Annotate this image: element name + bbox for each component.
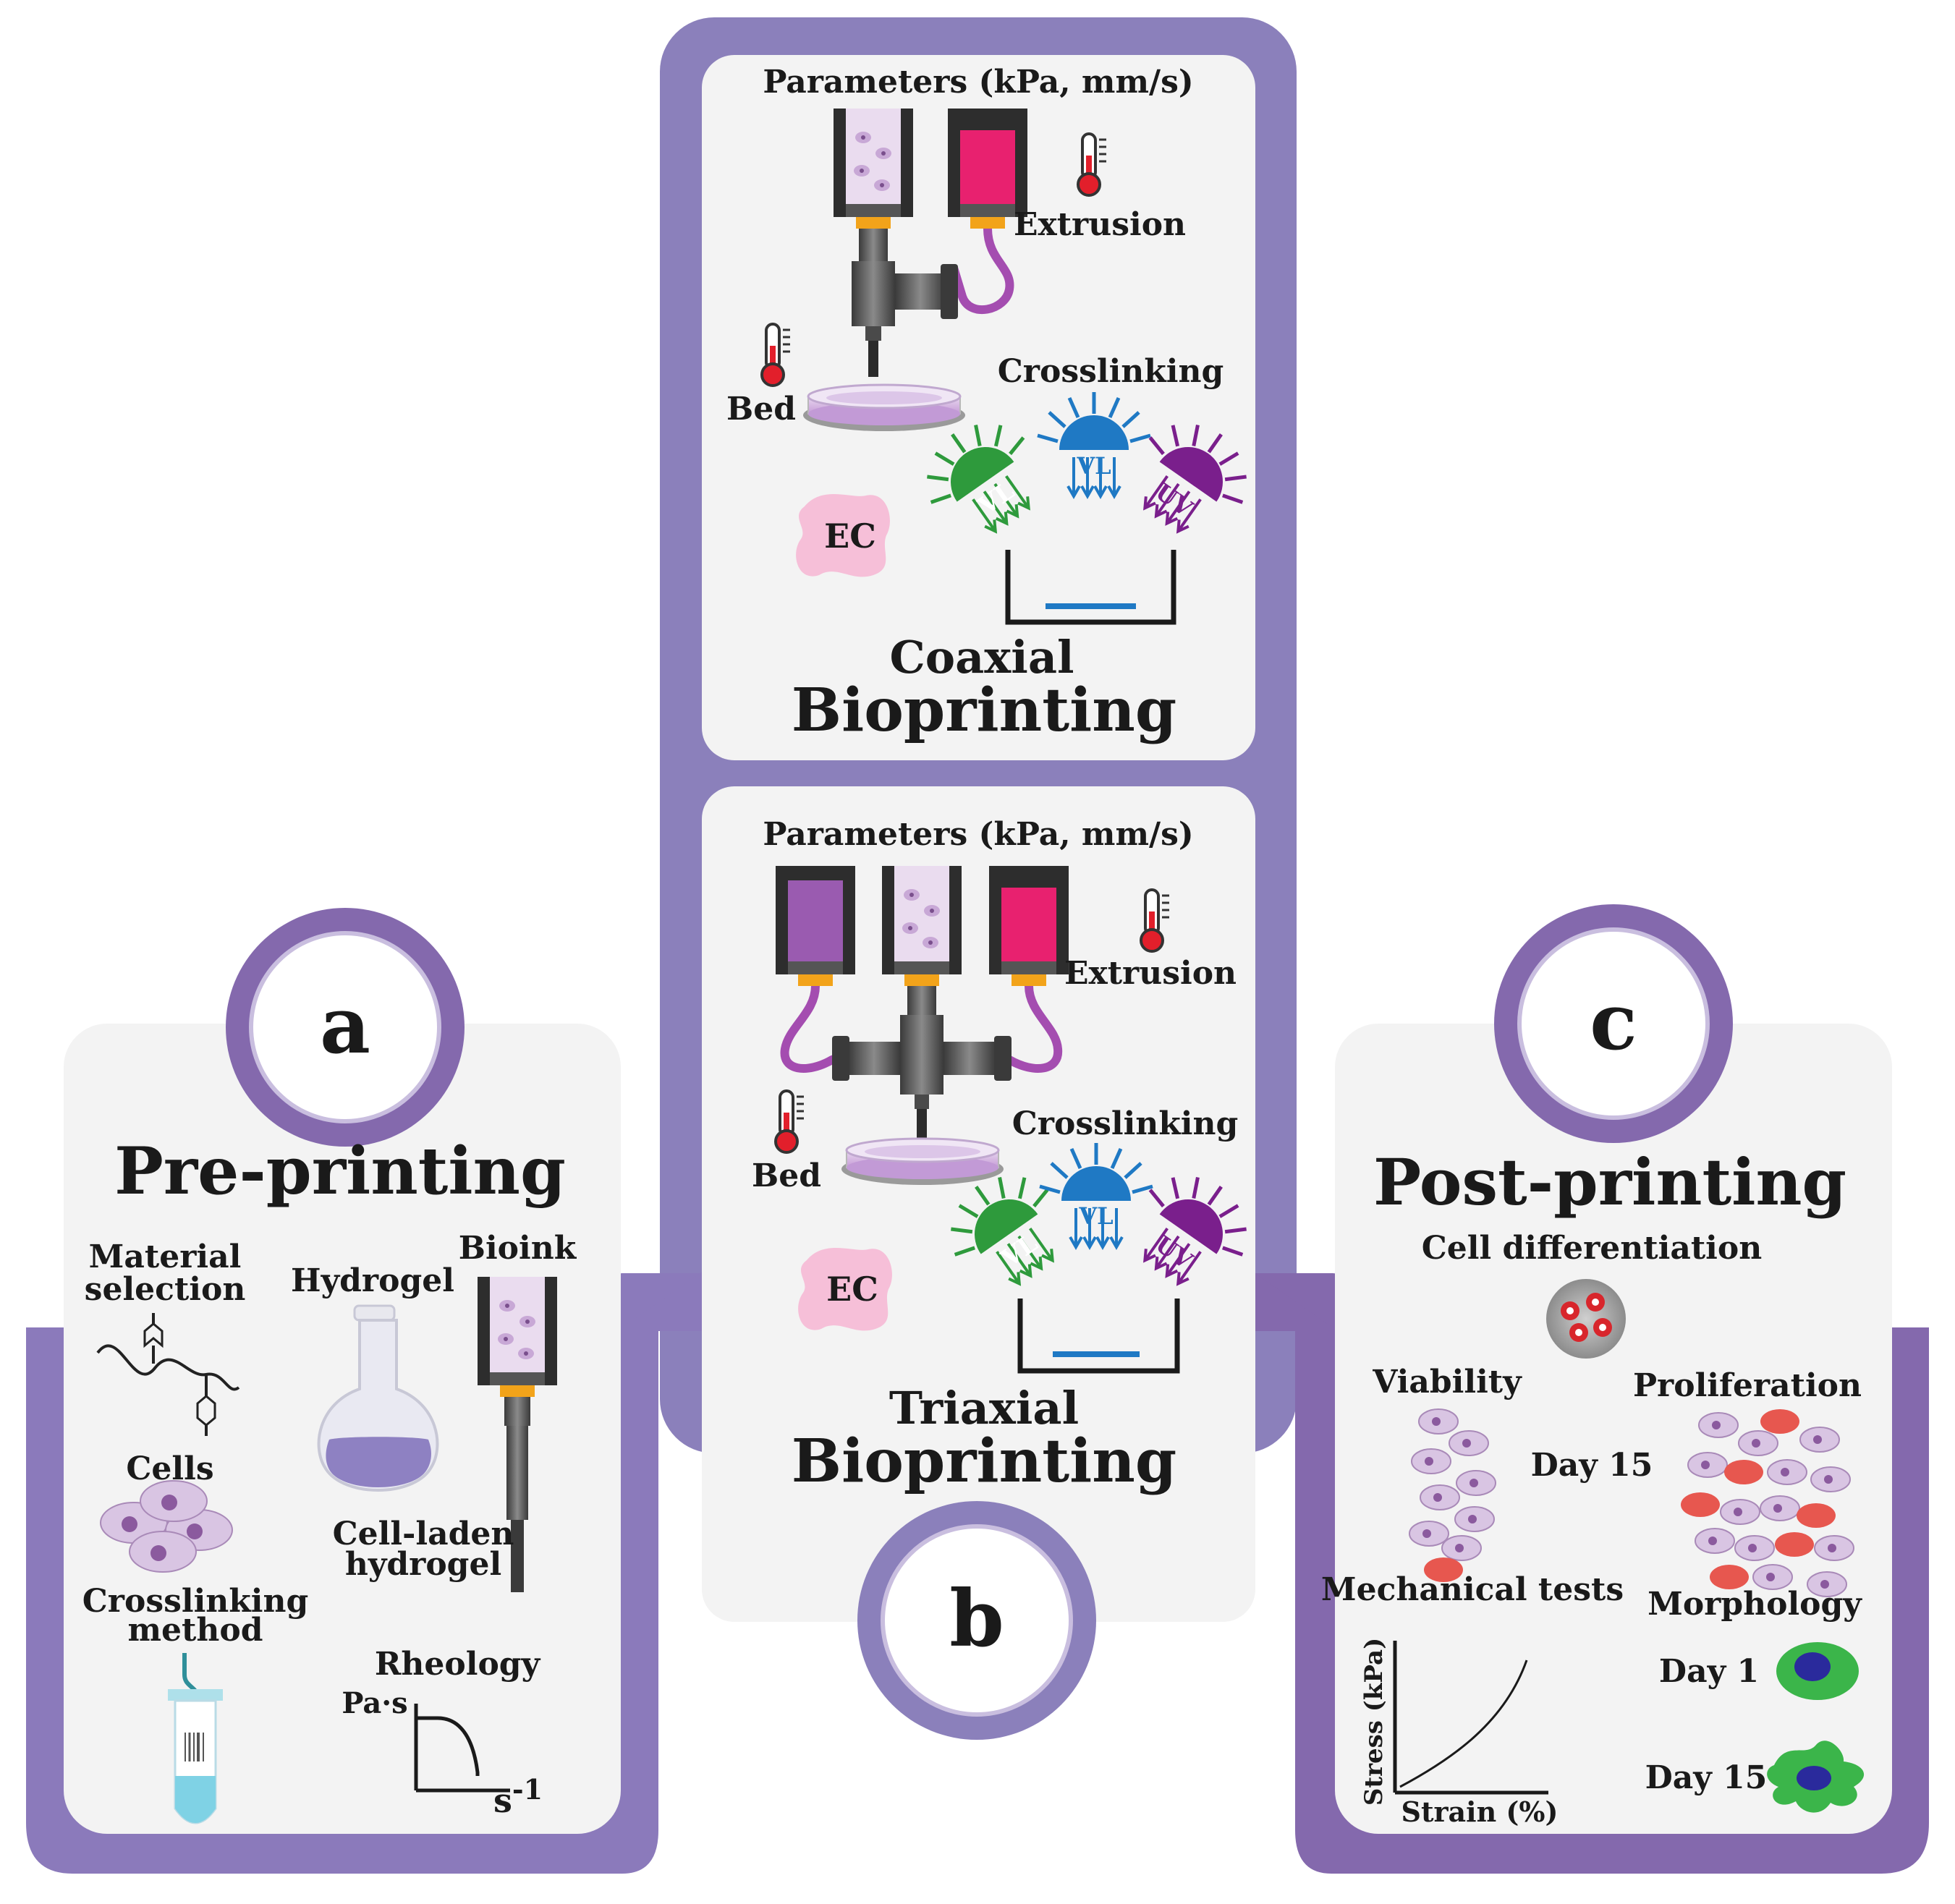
cell-differentiation-label: Cell differentiation <box>1422 1230 1762 1267</box>
morphology-day1-label: Day 1 <box>1659 1653 1759 1690</box>
triaxial-vl-blue-label: VL <box>1078 1202 1113 1230</box>
bioink-syringe-icon <box>478 1277 557 1592</box>
coaxial-ec-label: EC <box>824 517 876 556</box>
hydrogel-label: Hydrogel <box>291 1262 454 1299</box>
viability-label: Viability <box>1372 1364 1522 1401</box>
triaxial-parameters-label: Parameters (kPa, mm/s) <box>763 816 1193 853</box>
round-cell-day1-icon <box>1776 1642 1859 1700</box>
stress-axis-label: Stress (kPa) <box>1360 1638 1388 1806</box>
triaxial-extrusion-label: Extrusion <box>1064 955 1237 992</box>
triaxial-title-2: Bioprinting <box>792 1427 1176 1496</box>
rheology-x-base: s <box>493 1781 512 1820</box>
coaxial-panel <box>702 55 1255 760</box>
material-selection-label-1: Material <box>89 1238 242 1275</box>
day15-center-label: Day 15 <box>1531 1447 1653 1484</box>
coaxial-bed-label: Bed <box>726 391 796 428</box>
triaxial-nozzle-icon <box>776 866 1069 1138</box>
coaxial-title-2: Bioprinting <box>792 676 1176 745</box>
stress-strain-plot-icon <box>1393 1641 1548 1795</box>
coaxial-extrusion-label: Extrusion <box>1014 206 1186 243</box>
badge-a <box>249 931 441 1123</box>
triaxial-blue-lamp-icon: VL <box>1040 1143 1153 1249</box>
bioink-label: Bioink <box>459 1230 577 1267</box>
triaxial-petri-dish-icon <box>840 1137 1005 1186</box>
triaxial-ec-label: EC <box>826 1270 878 1309</box>
strain-axis-label: Strain (%) <box>1401 1795 1559 1828</box>
badge-c-label: c <box>1590 977 1637 1068</box>
triaxial-bed-label: Bed <box>752 1157 821 1194</box>
mechanical-tests-label: Mechanical tests <box>1321 1571 1624 1608</box>
crosslinking-method-label-2: method <box>128 1612 263 1649</box>
panel-a-frame <box>26 1270 705 1331</box>
coaxial-title-1: Coaxial <box>889 631 1074 684</box>
panel-c-frame <box>1250 1270 1929 1331</box>
triaxial-crosslinking-label: Crosslinking <box>1012 1105 1238 1142</box>
differentiation-spheroid-icon <box>1546 1279 1626 1359</box>
coaxial-parameters-label: Parameters (kPa, mm/s) <box>763 64 1193 101</box>
coaxial-petri-dish-icon <box>802 383 967 433</box>
morphology-label: Morphology <box>1647 1586 1862 1623</box>
coaxial-curing-tray-icon <box>1005 550 1176 625</box>
badge-b <box>881 1524 1073 1717</box>
badge-b-label: b <box>949 1573 1004 1665</box>
rheology-y-unit: Pa·s <box>342 1686 407 1720</box>
rheology-x-exp: -1 <box>512 1773 543 1806</box>
crosslinking-method-label-1: Crosslinking <box>82 1583 308 1620</box>
rheology-label: Rheology <box>375 1646 541 1683</box>
rheology-x-unit: s-1 <box>493 1773 543 1820</box>
cell-laden-label-2: hydrogel <box>345 1546 501 1583</box>
triaxial-curing-tray-icon <box>1017 1299 1180 1374</box>
triaxial-panel <box>702 786 1255 1622</box>
coaxial-nozzle-icon <box>834 109 1027 377</box>
cell-laden-label-1: Cell-laden <box>333 1516 514 1552</box>
pre-printing-title: Pre-printing <box>114 1133 566 1210</box>
rheology-plot-icon <box>414 1704 510 1793</box>
test-tube-icon <box>168 1653 223 1824</box>
coaxial-blue-lamp-icon: VL <box>1038 392 1150 498</box>
polymer-chain-icon <box>96 1313 240 1436</box>
post-printing-title: Post-printing <box>1373 1144 1846 1220</box>
badge-a-label: a <box>320 980 370 1071</box>
hydrogel-flask-icon <box>317 1304 439 1492</box>
morphology-day15-label: Day 15 <box>1645 1759 1768 1796</box>
material-selection-label-2: selection <box>85 1271 246 1308</box>
coaxial-vl-blue-label: VL <box>1076 452 1111 480</box>
spread-cell-day15-icon <box>1767 1741 1865 1813</box>
panel-c <box>1335 1024 1892 1834</box>
badge-c <box>1517 927 1710 1120</box>
proliferation-label: Proliferation <box>1633 1367 1862 1404</box>
coaxial-crosslinking-label: Crosslinking <box>998 353 1224 390</box>
triaxial-title-1: Triaxial <box>889 1382 1079 1435</box>
